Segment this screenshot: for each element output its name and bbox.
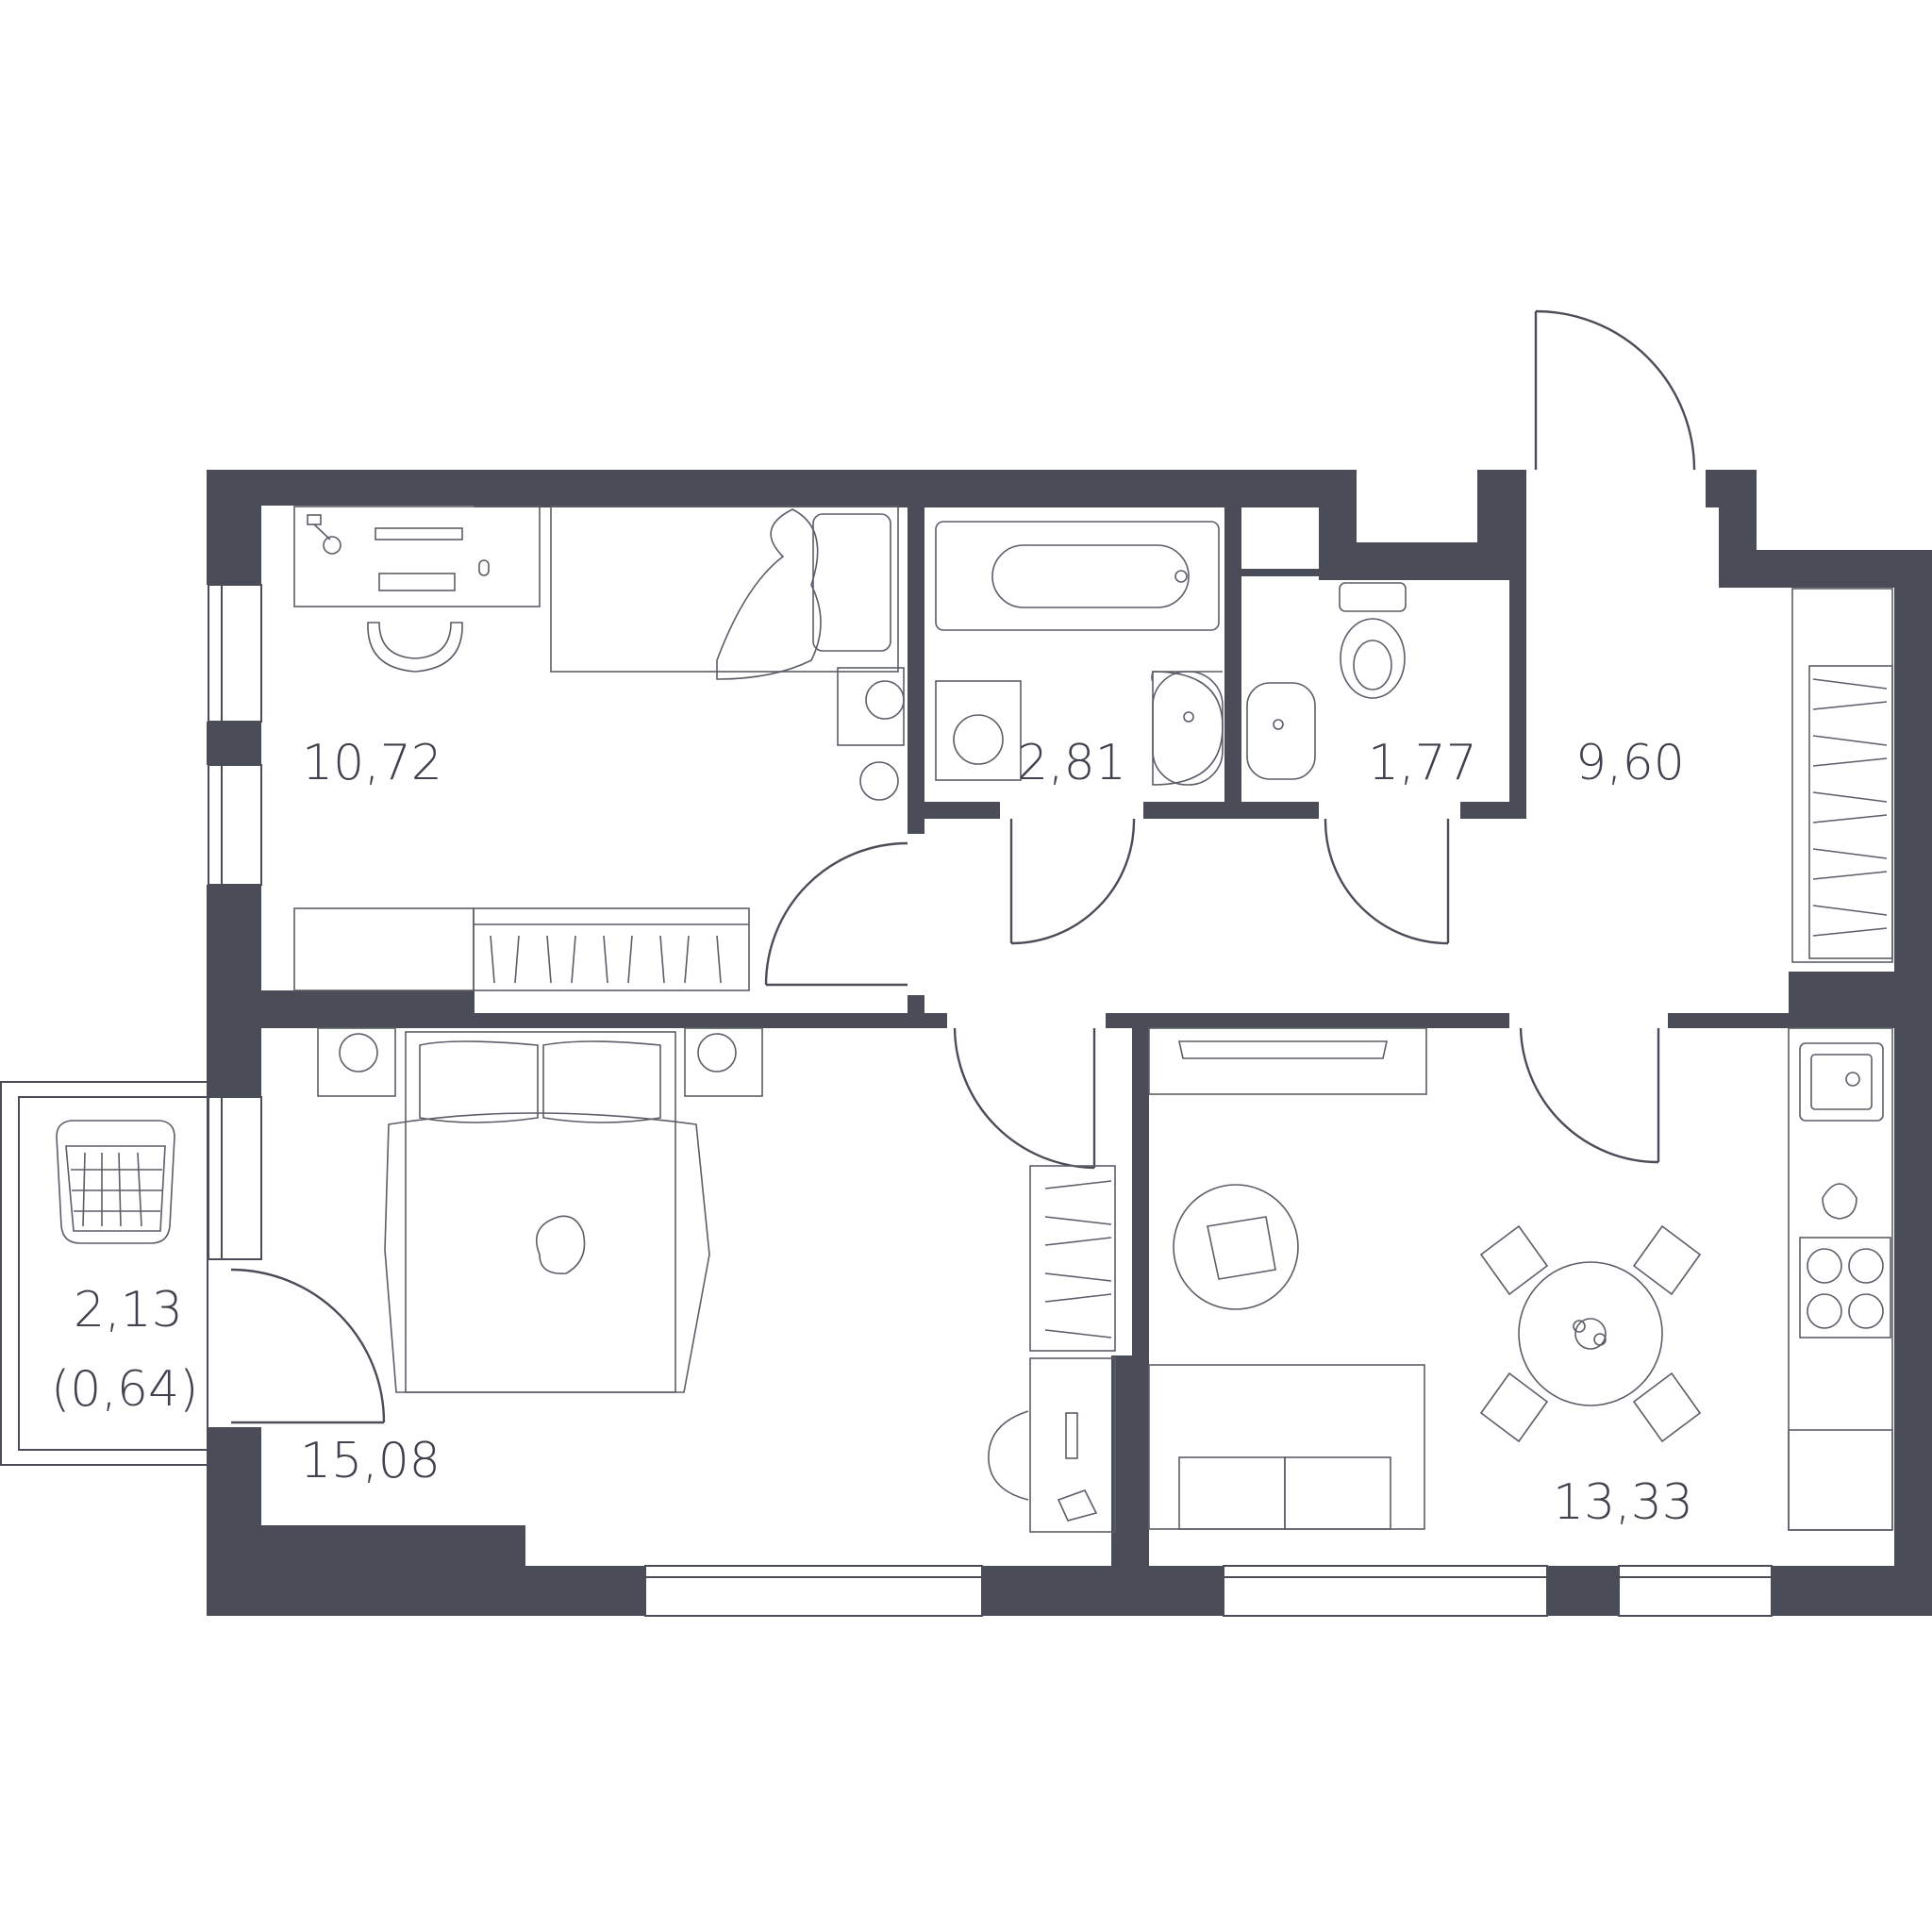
pillow-icon bbox=[542, 1040, 661, 1123]
double-bed bbox=[405, 1031, 676, 1393]
walls bbox=[207, 470, 1932, 1616]
area-bedroom-small: 10,72 bbox=[302, 735, 442, 791]
pillow-icon bbox=[812, 513, 891, 652]
mouse-icon bbox=[478, 559, 490, 576]
tv-cabinet bbox=[1148, 1027, 1427, 1095]
cat-icon bbox=[535, 1215, 586, 1274]
dining-chair-icon bbox=[1479, 1372, 1549, 1443]
coffee-table bbox=[1173, 1184, 1299, 1310]
toilet-furniture bbox=[1246, 582, 1407, 780]
area-bedroom-large: 15,08 bbox=[300, 1433, 441, 1489]
dining-chair-icon bbox=[1479, 1224, 1549, 1296]
keyboard-icon bbox=[378, 573, 456, 591]
area-kitchen-living: 13,33 bbox=[1553, 1474, 1693, 1531]
doors bbox=[230, 309, 1696, 1424]
fridge bbox=[1788, 1429, 1893, 1531]
nightstand bbox=[837, 667, 905, 746]
lamp-icon bbox=[323, 536, 341, 555]
hallway-wardrobe bbox=[1791, 588, 1893, 963]
dining-chair-icon bbox=[1632, 1224, 1702, 1296]
pillow-icon bbox=[419, 1040, 539, 1123]
faucet-icon bbox=[1822, 1183, 1857, 1220]
large-bedroom-furniture bbox=[317, 1027, 1116, 1533]
wardrobe bbox=[473, 907, 750, 991]
nightstand bbox=[684, 1027, 763, 1097]
tv-icon bbox=[1178, 1040, 1388, 1059]
area-balcony-reduced: (0,64) bbox=[51, 1361, 198, 1418]
living-kitchen-furniture bbox=[1148, 1027, 1893, 1531]
toilet-sink-icon bbox=[1246, 682, 1316, 780]
area-toilet: 1,77 bbox=[1368, 735, 1477, 791]
monitor-icon bbox=[375, 527, 463, 540]
lamp-icon bbox=[339, 1033, 378, 1073]
desk bbox=[293, 506, 541, 607]
stool-icon bbox=[988, 1410, 1029, 1501]
magazine-icon bbox=[1207, 1216, 1276, 1280]
bathtub-icon bbox=[935, 521, 1220, 631]
dresser bbox=[293, 907, 475, 991]
area-labels: 10,72 2,81 1,77 9,60 2,13 (0,64) 15,08 1… bbox=[51, 735, 1693, 1531]
washing-machine-icon bbox=[935, 680, 1022, 781]
bathroom-furniture bbox=[935, 521, 1224, 786]
stove-icon bbox=[1799, 1237, 1891, 1339]
ball-icon bbox=[859, 761, 899, 801]
flowers-icon bbox=[1573, 1318, 1607, 1350]
area-hallway: 9,60 bbox=[1575, 735, 1685, 791]
desk-chair-icon bbox=[367, 622, 463, 673]
lamp-icon bbox=[865, 680, 905, 720]
sink-icon bbox=[1152, 671, 1224, 786]
dining-table bbox=[1518, 1261, 1663, 1406]
vanity-desk bbox=[1029, 1357, 1116, 1533]
lamp-icon bbox=[697, 1033, 737, 1073]
area-balcony: 2,13 bbox=[74, 1282, 183, 1339]
windows bbox=[208, 584, 1773, 1617]
kitchen-sink-icon bbox=[1799, 1042, 1884, 1122]
small-bedroom-furniture bbox=[293, 506, 905, 991]
bedroom-wardrobe bbox=[1029, 1165, 1116, 1352]
cosmetics-icon bbox=[1065, 1412, 1078, 1459]
blanket-icon bbox=[384, 1112, 710, 1393]
dining-chair-icon bbox=[1632, 1372, 1702, 1443]
toilet-tank-icon bbox=[1339, 582, 1407, 612]
book-icon bbox=[1057, 1489, 1098, 1522]
single-bed bbox=[550, 506, 899, 673]
blanket-icon bbox=[716, 508, 822, 680]
nightstand bbox=[317, 1027, 396, 1097]
toilet-icon bbox=[1340, 618, 1406, 699]
balcony bbox=[0, 1081, 208, 1466]
laundry-basket-icon bbox=[56, 1120, 175, 1244]
area-bathroom: 2,81 bbox=[1017, 735, 1126, 791]
sofa bbox=[1148, 1364, 1425, 1530]
